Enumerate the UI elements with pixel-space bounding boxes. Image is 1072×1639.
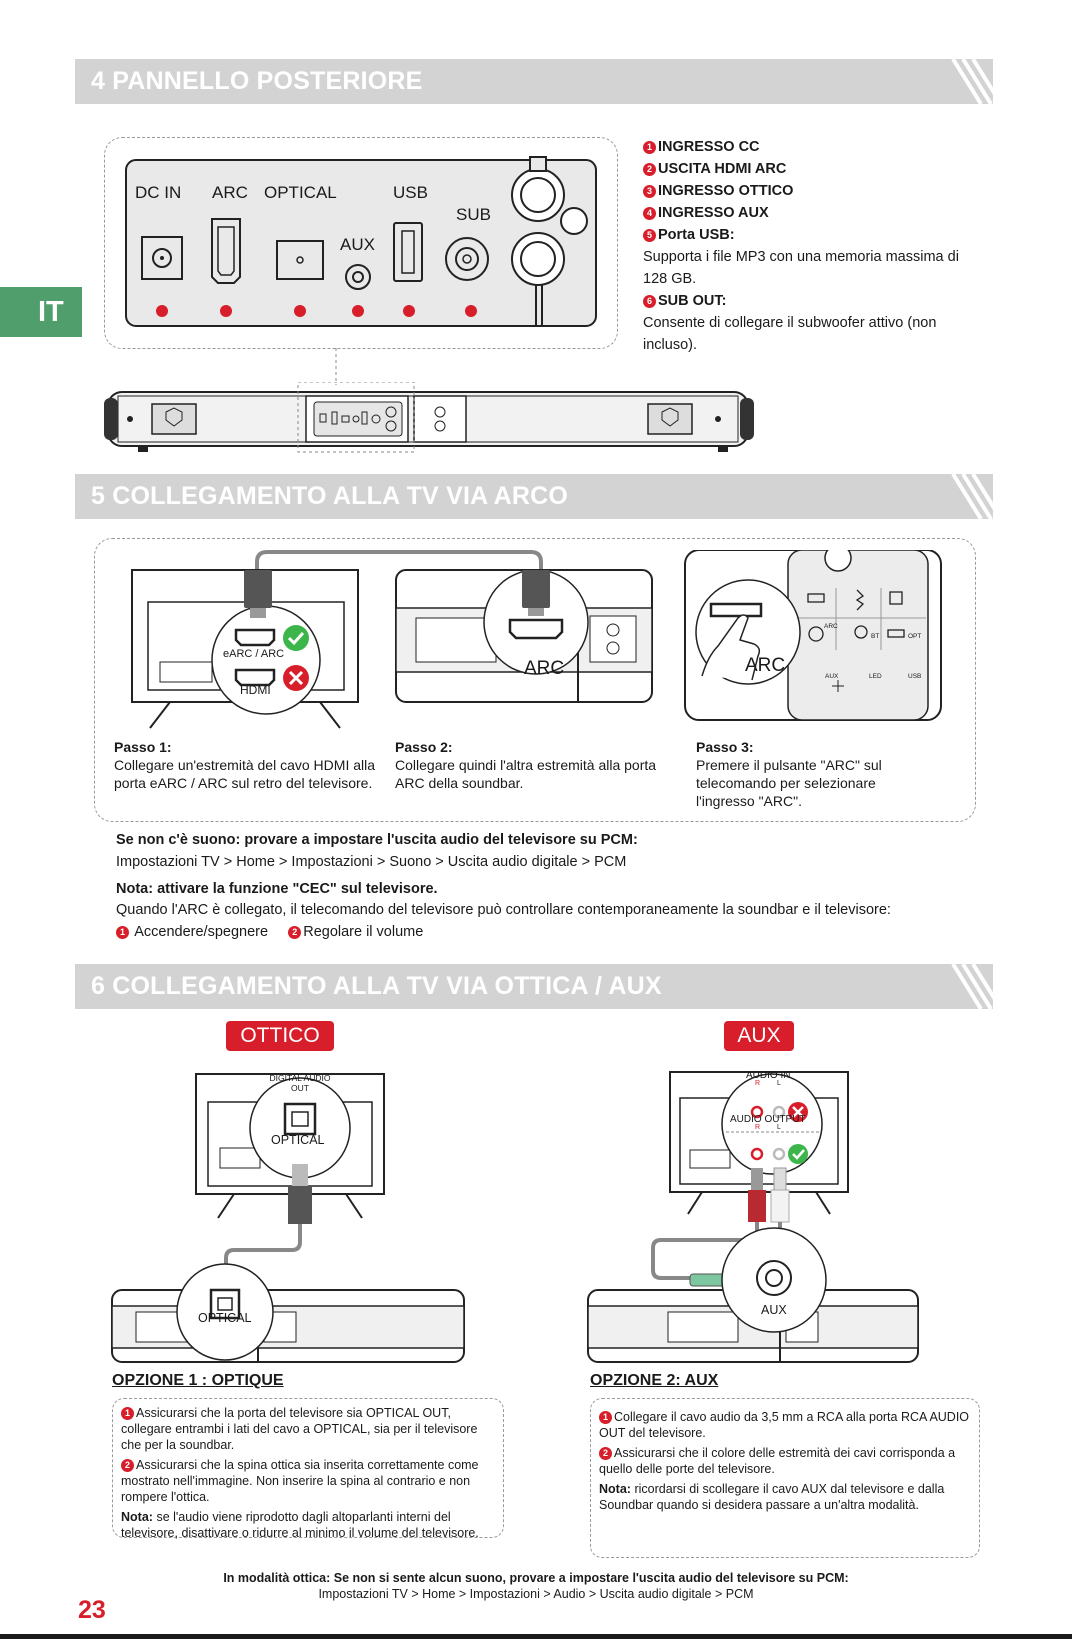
remote-label-arc: ARC — [824, 623, 838, 630]
section-6-title: 6 COLLEGAMENTO ALLA TV VIA OTTICA / AUX — [91, 972, 662, 1000]
marker-6-icon: 6 — [643, 295, 656, 308]
marker-5-icon: 5 — [643, 229, 656, 242]
label-r2: R — [755, 1124, 761, 1131]
label-earc: eARC / ARC — [223, 648, 285, 660]
language-tab-label: IT — [38, 296, 64, 328]
step-2: Passo 2:Collegare quindi l'altra estremi… — [395, 739, 657, 791]
label-sub: SUB — [456, 205, 491, 224]
no-sound-title: Se non c'è suono: provare a impostare l'… — [116, 832, 638, 848]
marker-1-icon: 1 — [643, 141, 656, 154]
option-1-note: Nota: se l'audio viene riprodotto dagli … — [121, 1510, 479, 1540]
label-dc-in: DC IN — [135, 183, 182, 202]
marker-1-icon: 1 — [116, 926, 129, 939]
label-l1: L — [777, 1080, 781, 1087]
aux-connection-illustration — [587, 1071, 919, 1363]
soundbar-rear-illustration — [104, 382, 754, 453]
label-optical-soundbar: OPTICAL — [198, 1311, 252, 1325]
tag-ottico: OTTICO — [226, 1021, 334, 1051]
cec-text: Quando l'ARC è collegato, il telecomando… — [116, 902, 891, 918]
label-r1: R — [755, 1080, 761, 1087]
marker-2-icon: 2 — [288, 926, 302, 939]
marker-2-icon: 2 — [121, 1459, 134, 1472]
language-tab: IT — [0, 287, 82, 337]
label-aux-soundbar: AUX — [761, 1303, 787, 1317]
section-5-header: 5 COLLEGAMENTO ALLA TV VIA ARCO — [75, 474, 993, 519]
tag-aux: AUX — [724, 1021, 794, 1051]
label-usb: USB — [393, 183, 428, 202]
banner-slash-icon — [951, 474, 993, 519]
remote-label-usb: USB — [908, 673, 922, 680]
marker-3-icon: 3 — [643, 185, 656, 198]
label-audio-in: AUDIO IN — [746, 1070, 791, 1081]
remote-label-opt: OPT — [908, 633, 922, 640]
label-l2: L — [777, 1124, 781, 1131]
remote-label-bt: BT — [871, 633, 880, 640]
section-5-title: 5 COLLEGAMENTO ALLA TV VIA ARCO — [91, 482, 569, 510]
remote-label-led: LED — [869, 673, 882, 680]
section-4-header: 4 PANNELLO POSTERIORE — [75, 59, 993, 104]
arc-steps-frame — [94, 538, 976, 822]
label-arc: ARC — [212, 183, 248, 202]
optical-connection-illustration — [111, 1073, 465, 1363]
page-number: 23 — [78, 1596, 106, 1624]
rear-panel-illustration — [125, 156, 597, 385]
label-soundbar-arc: ARC — [524, 658, 565, 679]
section-6-header: 6 COLLEGAMENTO ALLA TV VIA OTTICA / AUX — [75, 964, 993, 1009]
arc-connection-illustration — [131, 550, 942, 729]
step-3: Passo 3:Premere il pulsante "ARC" sul te… — [696, 739, 882, 809]
marker-2-icon: 2 — [599, 1447, 612, 1460]
option-2-note: Nota: ricordarsi di scollegare il cavo A… — [599, 1482, 945, 1512]
step-1: Passo 1:Collegare un'estremità del cavo … — [114, 739, 376, 791]
label-optical: OPTICAL — [264, 183, 337, 202]
label-hdmi: HDMI — [240, 683, 271, 697]
option-2-title: OPZIONE 2: AUX — [590, 1372, 719, 1389]
marker-2-icon: 2 — [643, 163, 656, 176]
bottom-rule — [0, 1634, 1072, 1639]
option-1-title: OPZIONE 1 : OPTIQUE — [112, 1372, 284, 1389]
footer-path: Impostazioni TV > Home > Impostazioni > … — [318, 1587, 754, 1601]
no-sound-path: Impostazioni TV > Home > Impostazioni > … — [116, 854, 627, 870]
legend-item-6-desc: Consente di collegare il subwoofer attiv… — [643, 315, 937, 353]
marker-4-icon: 4 — [643, 207, 656, 220]
label-remote-arc-button[interactable]: ARC — [745, 655, 786, 676]
label-audio-output: AUDIO OUTPUT — [730, 1114, 806, 1125]
marker-1-icon: 1 — [599, 1411, 612, 1424]
marker-1-icon: 1 — [121, 1407, 134, 1420]
footer-note: In modalità ottica: Se non si sente alcu… — [223, 1571, 849, 1585]
label-optical-tv: OPTICAL — [271, 1133, 325, 1147]
section-4-title: 4 PANNELLO POSTERIORE — [91, 67, 423, 95]
legend-item-5-desc: Supporta i file MP3 con una memoria mass… — [643, 249, 959, 287]
label-digital-audio-out: DIGITAL AUDIO OUT — [269, 1073, 331, 1093]
label-aux: AUX — [340, 235, 375, 254]
rear-panel-frame — [104, 137, 618, 349]
banner-slash-icon — [951, 59, 993, 104]
remote-label-aux: AUX — [825, 673, 839, 680]
cec-title: Nota: attivare la funzione "CEC" sul tel… — [116, 881, 438, 897]
banner-slash-icon — [951, 964, 993, 1009]
